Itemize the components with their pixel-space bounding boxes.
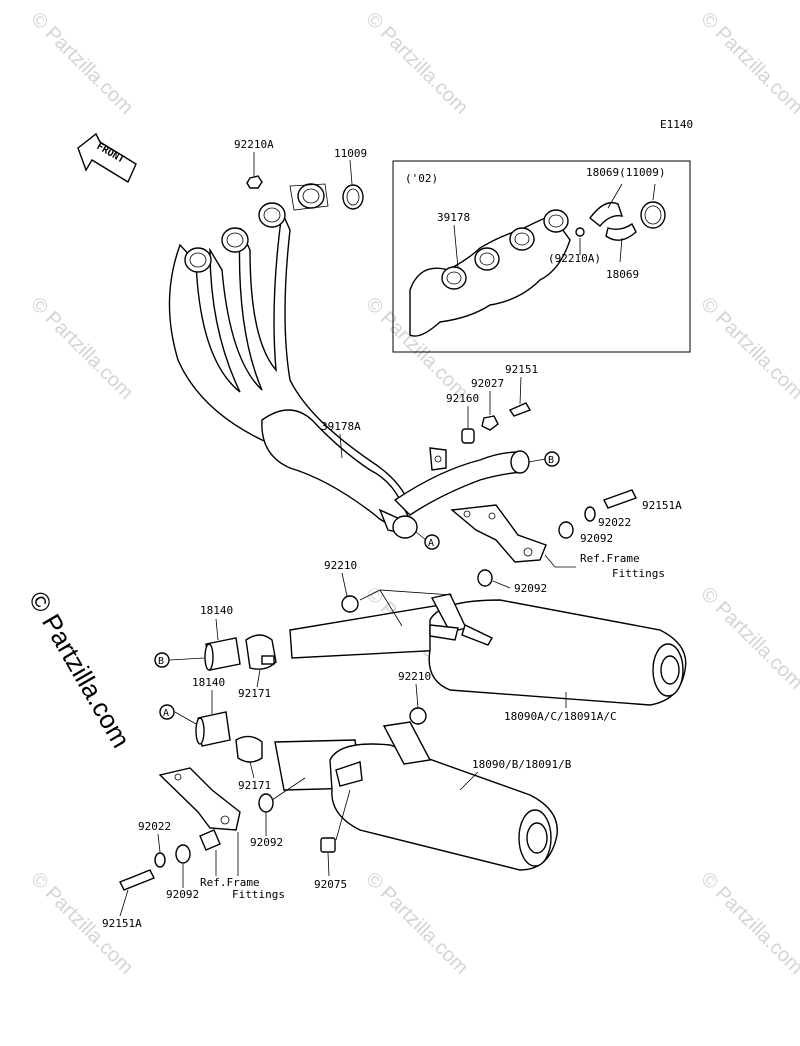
nut-92210-mid: [409, 707, 427, 725]
watermark-8: © Partzilla.com: [696, 583, 800, 694]
front-arrow-icon: FRONT: [77, 132, 137, 184]
label-92171-bot: 92171: [238, 779, 271, 792]
watermark-1: © Partzilla.com: [26, 8, 137, 119]
callout-A-mid: [159, 704, 175, 720]
inset-note: ('02): [405, 172, 438, 185]
label-92075: 92075: [314, 878, 347, 891]
watermark-3: © Partzilla.com: [696, 8, 800, 119]
bolt-92151: [508, 402, 532, 417]
left-bracket: [158, 767, 241, 831]
bolt-92151A-right: [603, 489, 637, 509]
watermark-6: © Partzilla.com: [696, 293, 800, 404]
nut-92210A: [246, 175, 263, 189]
callout-B-mid: [154, 652, 170, 668]
rubber-92092-right2: [477, 569, 493, 587]
gasket-11009: [342, 184, 364, 210]
label-18090A: 18090A/C/18091A/C: [504, 710, 617, 723]
label-18090: 18090/B/18091/B: [472, 758, 572, 771]
callout-A-top-label: A: [428, 538, 434, 549]
damper-92075: [320, 837, 336, 853]
label-18140-top: 18140: [200, 604, 233, 617]
callout-A-top: [424, 534, 440, 550]
rubber-92092-left1: [258, 793, 274, 813]
right-bracket: [450, 504, 547, 563]
nut-92210-top: [341, 595, 359, 613]
label-ref-frame-right: Ref.Frame: [580, 552, 640, 565]
exhaust-header-39178A: [168, 183, 530, 539]
label-92171-top: 92171: [238, 687, 271, 700]
label-92092-left1: 92092: [250, 836, 283, 849]
label-92092-left2: 92092: [166, 888, 199, 901]
label-ref-frame-left: Ref.Frame: [200, 876, 260, 889]
collar-left: [199, 829, 221, 851]
watermark-2: © Partzilla.com: [361, 8, 472, 119]
label-92210-top: 92210: [324, 559, 357, 572]
label-92022-right: 92022: [598, 516, 631, 529]
watermark-10: © Partzilla.com: [361, 868, 472, 979]
label-39178A: 39178A: [321, 420, 361, 433]
muffler-18090A: [289, 593, 687, 706]
label-92092-right2: 92092: [514, 582, 547, 595]
washer-92022-left: [154, 852, 166, 868]
label-18140-bot: 18140: [192, 676, 225, 689]
muffler-18090: [274, 721, 558, 871]
callout-B-mid-label: B: [158, 656, 164, 667]
washer-92022-right: [584, 506, 596, 522]
rubber-92092-right: [558, 521, 574, 539]
bolt-92151A-left: [119, 869, 155, 891]
label-fittings-right: Fittings: [612, 567, 665, 580]
clamp-92171-bot: [235, 735, 263, 763]
label-92027: 92027: [471, 377, 504, 390]
label-11009: 11009: [334, 147, 367, 160]
rubber-92092-left2: [175, 844, 191, 864]
label-92092-right1: 92092: [580, 532, 613, 545]
label-18069-11009: 18069(11009): [586, 166, 665, 179]
diagram-code: E1140: [660, 118, 693, 131]
label-39178: 39178: [437, 211, 470, 224]
watermark-main: © Partzilla.com: [23, 586, 137, 753]
label-92210-mid: 92210: [398, 670, 431, 683]
label-fittings-left: Fittings: [232, 888, 285, 901]
watermark-11: © Partzilla.com: [696, 868, 800, 979]
label-92210A: 92210A: [234, 138, 274, 151]
watermark-4: © Partzilla.com: [26, 293, 137, 404]
rubber-92160: [461, 428, 475, 444]
label-18069: 18069: [606, 268, 639, 281]
label-92151A-right: 92151A: [642, 499, 682, 512]
label-92210A-paren: (92210A): [548, 252, 601, 265]
label-92151A-left: 92151A: [102, 917, 142, 930]
label-92160: 92160: [446, 392, 479, 405]
label-92151: 92151: [505, 363, 538, 376]
callout-B-top-label: B: [548, 455, 554, 466]
collar-92027: [481, 415, 499, 431]
inset-2002: ('02): [392, 160, 691, 353]
label-92022-left: 92022: [138, 820, 171, 833]
callout-A-mid-label: A: [163, 708, 169, 719]
